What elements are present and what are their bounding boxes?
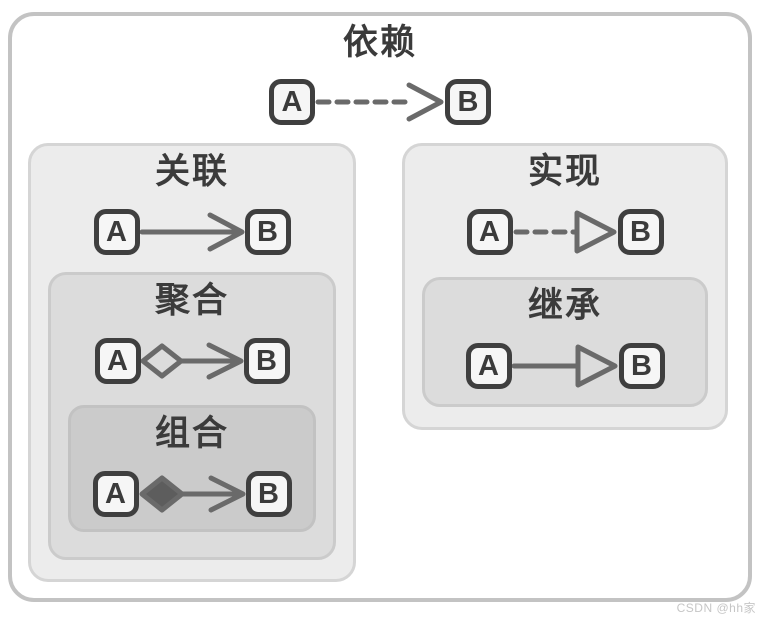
node-box-b: B [245,471,292,517]
realization-title: 实现 [527,152,602,191]
node-box-b: B [617,209,664,255]
aggregation-title: 聚合 [154,281,229,320]
dashed-open-arrow-icon [315,82,444,122]
inheritance-section: 继承 A B [422,277,708,407]
node-box-b: B [243,338,290,384]
association-section: 关联 A B 聚合 A B [28,143,356,582]
node-box-a: A [93,209,140,255]
watermark-text: CSDN @hh家 [676,601,756,615]
node-box-a: A [92,471,139,517]
aggregation-section: 聚合 A B 组合 A [48,272,336,560]
node-box-a: A [94,338,141,384]
dependency-section: 依赖 A B 关联 A B 聚合 [8,12,752,602]
inheritance-title: 继承 [527,286,602,325]
realization-row: A B [405,207,725,257]
node-box-a: A [269,79,315,125]
node-box-b: B [445,79,491,125]
composition-row: A B [71,469,313,519]
composition-section: 组合 A B [68,405,316,532]
association-row: A B [31,207,353,257]
association-title: 关联 [154,152,229,191]
aggregation-row: A B [51,336,333,386]
dependency-title: 依赖 [342,23,417,62]
filled-diamond-open-arrow-icon [139,475,245,513]
dashed-hollow-triangle-arrow-icon [513,210,616,254]
inheritance-row: A B [425,341,705,391]
solid-open-arrow-icon [139,212,244,252]
composition-title: 组合 [154,414,229,453]
hollow-diamond-open-arrow-icon [140,342,243,380]
node-box-a: A [466,209,513,255]
node-box-b: B [244,209,291,255]
node-box-b: B [618,343,665,389]
node-box-a: A [465,343,512,389]
realization-section: 实现 A B 继承 A B [402,143,728,430]
solid-hollow-triangle-arrow-icon [511,344,617,388]
dependency-row: A B [12,77,748,127]
